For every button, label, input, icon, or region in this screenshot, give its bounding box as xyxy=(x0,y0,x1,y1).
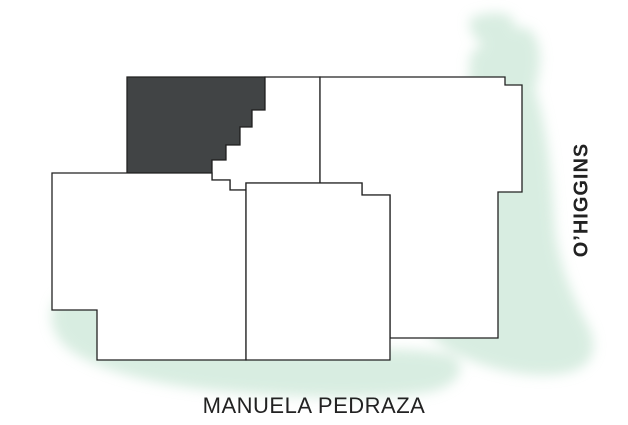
lots xyxy=(51,76,523,361)
lot-south-center[interactable] xyxy=(245,182,391,361)
street-label-ohiggins: O’HIGGINS xyxy=(570,142,593,258)
watercolor-wash-corner xyxy=(469,12,515,45)
street-label-manuela-pedraza: MANUELA PEDRAZA xyxy=(202,393,426,418)
